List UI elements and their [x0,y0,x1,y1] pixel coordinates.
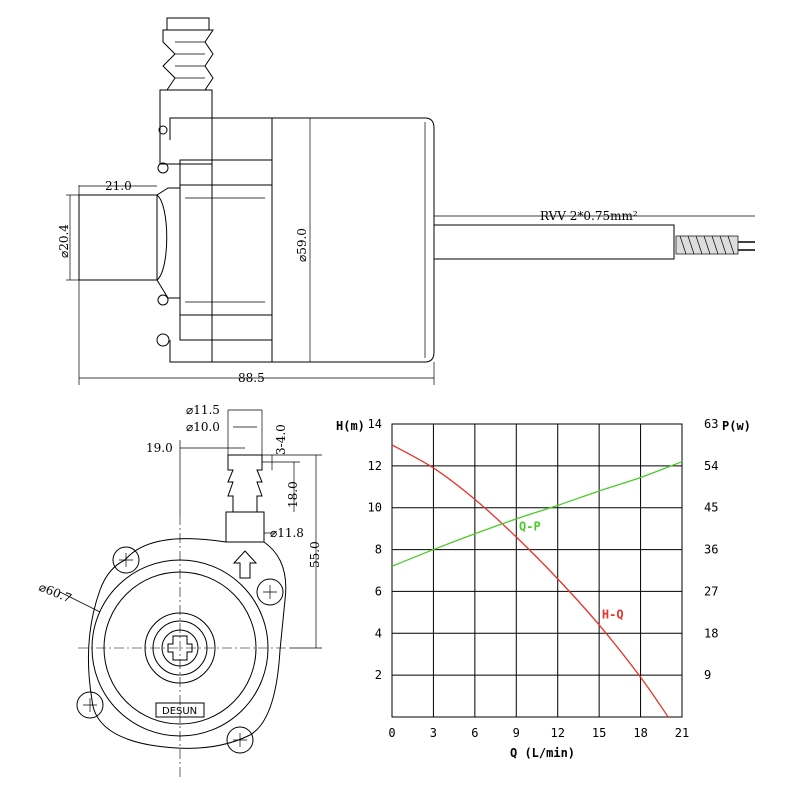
x-tick-label: 12 [550,726,564,740]
outlet-barb [159,17,214,165]
dim-body-dia: ⌀59.0 [295,228,309,262]
dim-inlet-length: 21.0 [105,179,132,193]
series-label-h-q: H-Q [602,608,624,622]
y-left-tick-label: 10 [368,501,382,515]
dim-outlet-offset: 19.0 [146,441,173,455]
x-axis-label: Q (L/min) [510,746,575,760]
y-right-tick-label: 9 [704,668,711,682]
x-tick-label: 15 [592,726,606,740]
series-line-h-q [391,444,669,718]
dim-outlet-outer: ⌀11.5 [186,403,220,417]
dim-outlet-len: 18.0 [286,481,300,508]
y-right-tick-label: 45 [704,501,718,515]
y-right-tick-label: 63 [704,417,718,431]
y-left-tick-label: 14 [368,417,382,431]
front-dimensions: ⌀11.5 ⌀10.0 19.0 3-4.0 18.0 ⌀11.8 55.0 ⌀… [37,403,322,649]
x-tick-label: 0 [388,726,395,740]
chart-grid [391,423,683,718]
y-left-axis-label: H(m) [336,419,365,433]
dim-height: 55.0 [308,541,322,568]
x-tick-label: 6 [471,726,478,740]
brand-label: DESUN [162,706,197,717]
dim-outlet-inner: ⌀10.0 [186,420,220,434]
pump-head [156,117,273,363]
mount-screws [76,546,284,754]
x-tick-label: 18 [633,726,647,740]
x-tick-label: 21 [675,726,689,740]
x-tick-label: 9 [513,726,520,740]
y-right-tick-label: 36 [704,543,718,557]
front-outlet [225,454,265,579]
side-view: 21.0 ⌀20.4 ⌀59.0 88.5 RVV 2*0.75mm² [57,17,755,385]
y-left-tick-label: 6 [375,584,382,598]
y-left-tick-label: 8 [375,543,382,557]
plot-frame [391,423,683,718]
y-left-tick-label: 2 [375,668,382,682]
flow-arrow-icon [232,550,258,579]
y-right-axis-label: P(w) [722,419,751,433]
front-body: DESUN [87,538,287,749]
y-right-tick-label: 27 [704,584,718,598]
dim-inlet-dia: ⌀20.4 [57,224,71,258]
chart-series: H-Q Q-P [391,444,683,718]
y-left-tick-label: 4 [375,626,382,640]
side-dimensions: 21.0 ⌀20.4 ⌀59.0 88.5 RVV 2*0.75mm² [57,117,755,385]
inlet-pipe [78,187,181,299]
x-tick-label: 3 [430,726,437,740]
series-line-q-p [391,461,683,567]
power-cable [433,224,755,260]
dim-total-length: 88.5 [238,371,265,385]
dim-outlet-base: ⌀11.8 [270,526,304,540]
dim-ridge: 3-4.0 [274,424,288,455]
y-left-tick-label: 12 [368,459,382,473]
cable-label: RVV 2*0.75mm² [540,209,638,223]
y-right-tick-label: 18 [704,626,718,640]
front-view: DESUN ⌀11.5 ⌀10.0 19.0 3-4.0 18.0 ⌀1 [37,403,322,780]
series-label-q-p: Q-P [519,520,541,534]
y-right-tick-label: 54 [704,459,718,473]
dim-body-dia-front: ⌀60.7 [37,580,74,606]
